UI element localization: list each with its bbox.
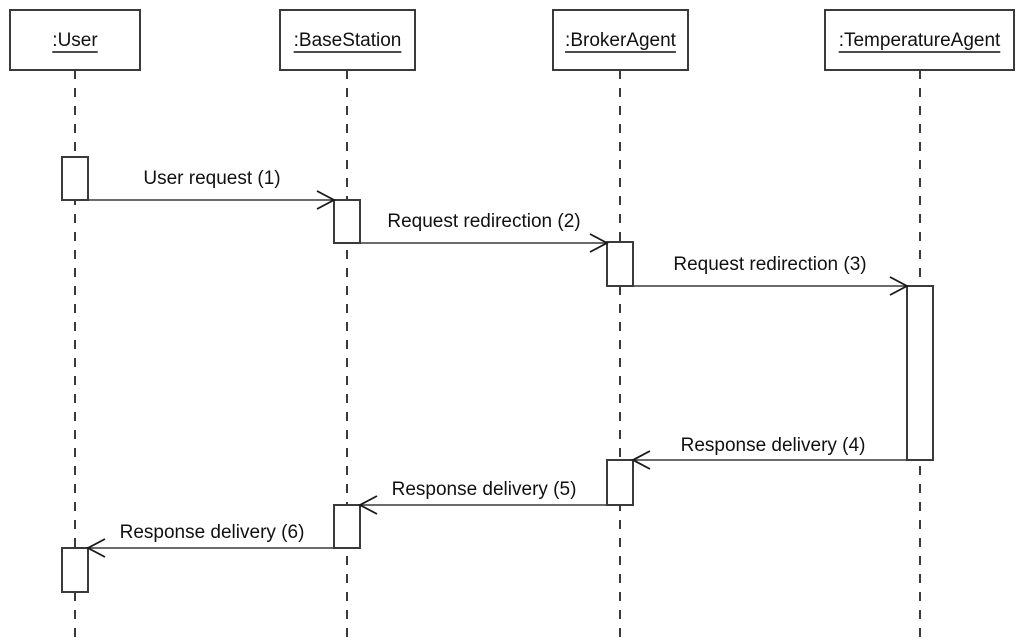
- activation-box-act-temperatureagent-1[interactable]: [906, 285, 934, 461]
- message-label-msg-2: Request redirection (2): [387, 211, 580, 232]
- lifeline-boxes-layer: :User :BaseStation :BrokerAgent :Temperatur…: [9, 9, 1015, 71]
- arrowhead-msg-5: [358, 495, 378, 515]
- lifeline-dashes-layer: [74, 70, 921, 641]
- message-msg-5[interactable]: [358, 495, 620, 515]
- activation-box-act-brokeragent-2[interactable]: [606, 459, 634, 506]
- lifeline-label-brokeragent: :BrokerAgent: [565, 30, 677, 51]
- message-msg-6[interactable]: [86, 538, 347, 558]
- message-label-msg-6: Response delivery (6): [120, 522, 305, 543]
- activation-boxes-layer: [61, 156, 934, 593]
- message-labels-layer: User request (1) Request redirection (2) R…: [120, 168, 867, 543]
- activation-box-act-user-2[interactable]: [61, 547, 89, 593]
- activation-box-act-basestation-1[interactable]: [333, 199, 361, 244]
- message-msg-3[interactable]: [620, 276, 909, 296]
- arrowhead-msg-1: [316, 190, 336, 210]
- lifeline-label-temperatureagent: :TemperatureAgent: [839, 30, 1001, 51]
- activation-box-act-basestation-2[interactable]: [333, 504, 361, 549]
- message-label-msg-3: Request redirection (3): [673, 254, 866, 275]
- message-label-msg-5: Response delivery (5): [392, 479, 577, 500]
- message-label-msg-1: User request (1): [143, 168, 280, 189]
- lifeline-header-basestation[interactable]: :BaseStation: [279, 9, 416, 71]
- arrowhead-msg-4: [631, 450, 651, 470]
- lifeline-header-user[interactable]: :User: [9, 9, 141, 71]
- lifeline-header-temperatureagent[interactable]: :TemperatureAgent: [824, 9, 1015, 71]
- message-msg-1[interactable]: [75, 190, 336, 210]
- lifeline-box-brokeragent[interactable]: [552, 9, 689, 71]
- activation-box-act-brokeragent-1[interactable]: [606, 241, 634, 287]
- message-label-msg-4: Response delivery (4): [681, 435, 866, 456]
- lifeline-box-basestation[interactable]: [279, 9, 416, 71]
- lifeline-label-user: :User: [52, 30, 98, 51]
- lifeline-box-temperatureagent[interactable]: [824, 9, 1015, 71]
- arrowhead-msg-6: [86, 538, 106, 558]
- message-msg-2[interactable]: [347, 233, 609, 253]
- message-msg-4[interactable]: [631, 450, 907, 470]
- lifeline-label-basestation: :BaseStation: [294, 30, 402, 51]
- arrowhead-msg-3: [889, 276, 909, 296]
- lifeline-header-brokeragent[interactable]: :BrokerAgent: [552, 9, 689, 71]
- messages-layer: [75, 190, 909, 558]
- activation-box-act-user-1[interactable]: [61, 156, 89, 201]
- arrowhead-msg-2: [589, 233, 609, 253]
- lifeline-box-user[interactable]: [9, 9, 141, 71]
